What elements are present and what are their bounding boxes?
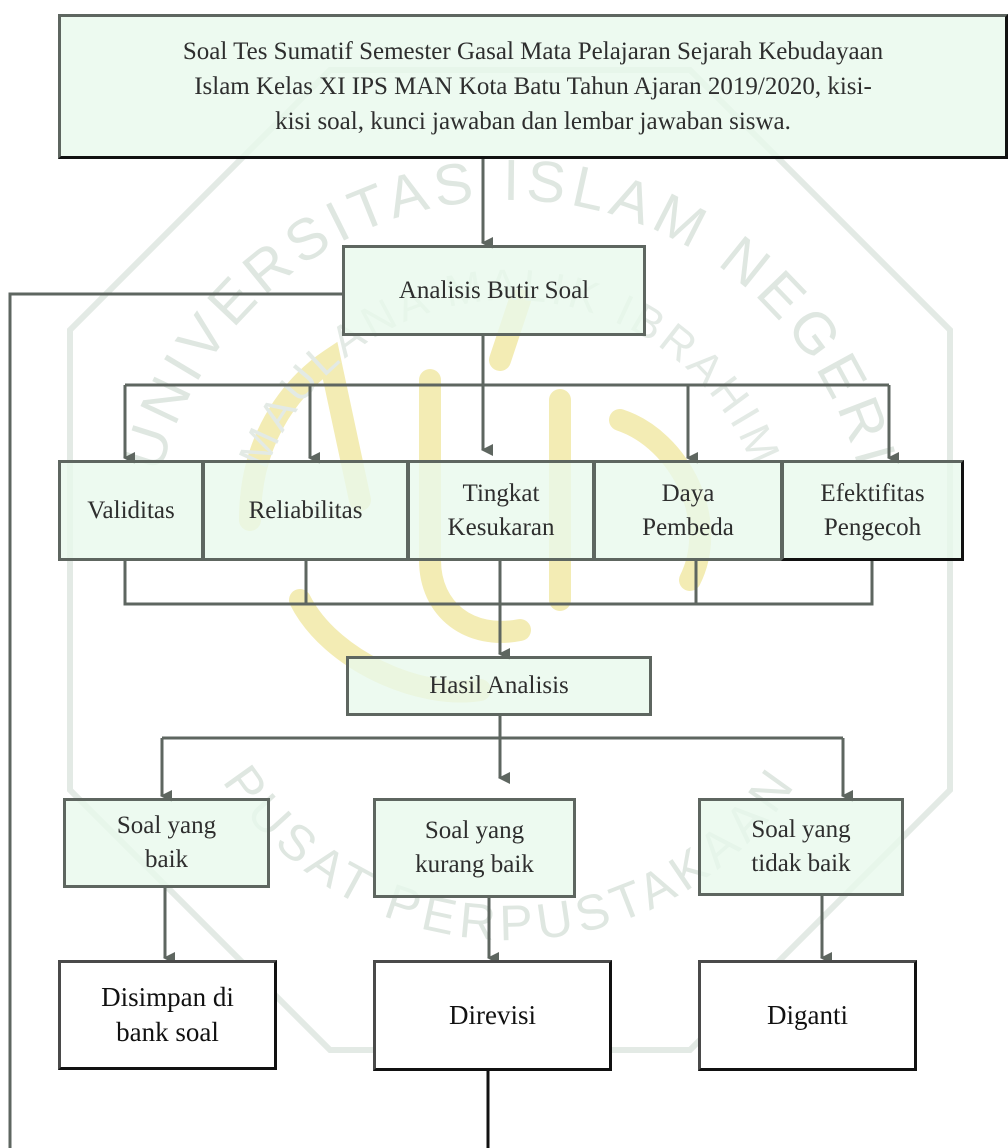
daya-pembeda-label: Daya Pembeda <box>642 479 734 541</box>
validitas-label: Validitas <box>87 496 175 524</box>
soal-baik-label: Soal yang baik <box>116 812 217 873</box>
reliabilitas-box: Reliabilitas <box>202 460 409 561</box>
soal-baik-box: Soal yang baik <box>63 798 270 888</box>
tingkat-kesukaran-box: Tingkat Kesukaran <box>407 460 595 561</box>
reliabilitas-label: Reliabilitas <box>248 496 363 524</box>
efektifitas-pengecoh-label: Efektifitas Pengecoh <box>820 479 925 541</box>
soal-kurang-baik-label: Soal yang kurang baik <box>415 817 534 878</box>
hasil-analisis-box: Hasil Analisis <box>346 656 652 716</box>
efektifitas-pengecoh-box: Efektifitas Pengecoh <box>781 460 964 561</box>
disimpan-box: Disimpan di bank soal <box>58 960 277 1070</box>
direvisi-box: Direvisi <box>373 960 612 1071</box>
analisis-butir-soal-label: Analisis Butir Soal <box>398 276 590 304</box>
analisis-butir-soal-box: Analisis Butir Soal <box>342 245 646 336</box>
source-material-text: Soal Tes Sumatif Semester Gasal Mata Pel… <box>182 38 884 135</box>
diganti-label: Diganti <box>767 1000 848 1030</box>
diganti-box: Diganti <box>698 960 917 1071</box>
soal-tidak-baik-label: Soal yang tidak baik <box>751 816 851 877</box>
validitas-box: Validitas <box>58 460 204 561</box>
disimpan-label: Disimpan di bank soal <box>101 981 234 1047</box>
connector-analisis-feedback-loop <box>8 292 342 1148</box>
soal-kurang-baik-box: Soal yang kurang baik <box>373 798 576 898</box>
source-material-box: Soal Tes Sumatif Semester Gasal Mata Pel… <box>58 14 1008 159</box>
direvisi-label: Direvisi <box>449 1000 536 1030</box>
tingkat-kesukaran-label: Tingkat Kesukaran <box>447 479 555 541</box>
daya-pembeda-box: Daya Pembeda <box>593 460 783 561</box>
hasil-analisis-label: Hasil Analisis <box>429 672 569 699</box>
soal-tidak-baik-box: Soal yang tidak baik <box>698 798 904 896</box>
